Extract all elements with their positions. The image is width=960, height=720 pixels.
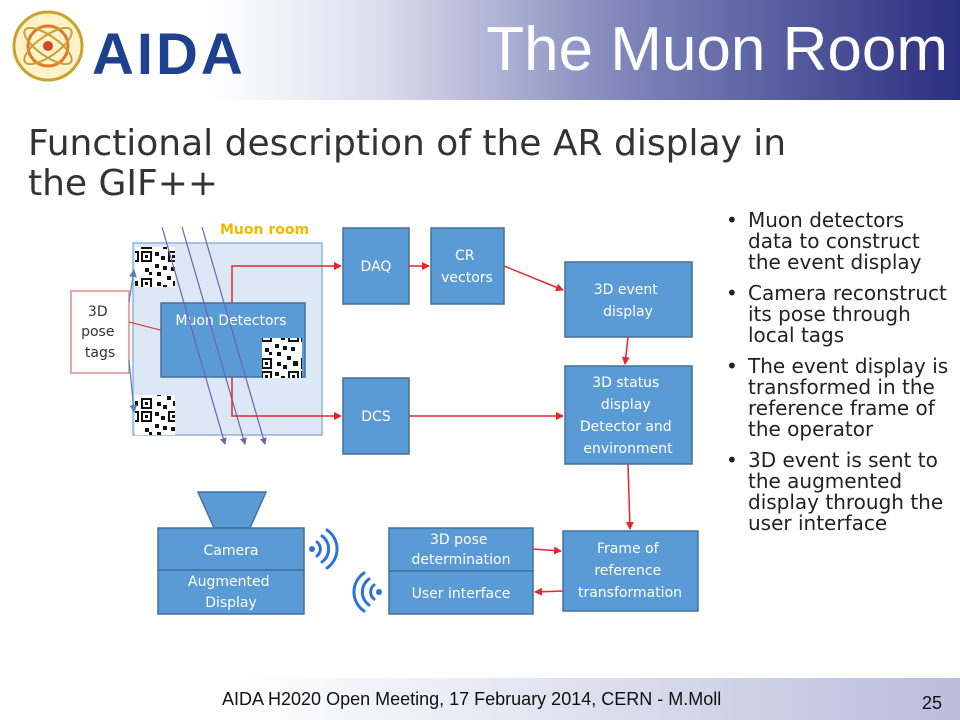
svg-text:Augmented Display: Augmented Display bbox=[188, 574, 274, 611]
pose-tags-line-2: pose bbox=[81, 324, 114, 340]
status-display-line-3: Detector and bbox=[580, 419, 672, 435]
muon-track-2 bbox=[181, 226, 247, 445]
pose-tags-box bbox=[70, 290, 130, 374]
daq-label: DAQ bbox=[361, 259, 392, 275]
wireless-icon-user-interface bbox=[352, 571, 382, 613]
ar-display-diagram: Muon room 3D pose tags Muon Detectors DA… bbox=[70, 222, 699, 615]
user-interface-label: User interface bbox=[412, 586, 511, 602]
pose-tags-line-3: tags bbox=[85, 345, 115, 361]
daq-box bbox=[342, 227, 410, 305]
arrow-event-to-status bbox=[621, 336, 630, 365]
augmented-display-line-2: Display bbox=[205, 595, 257, 611]
footer-band bbox=[0, 678, 960, 720]
camera-label: Camera bbox=[204, 543, 259, 559]
pose-determination-line-1: 3D pose bbox=[430, 532, 488, 548]
svg-text:3D pose determination: 3D pose determination bbox=[412, 532, 511, 568]
aida-logo-text: AIDA bbox=[92, 22, 246, 87]
bullet-item-3: The event display is transformed in the … bbox=[722, 356, 954, 440]
wireless-icon-camera bbox=[309, 528, 339, 570]
augmented-display-line-1: Augmented bbox=[188, 574, 269, 590]
frame-transform-line-1: Frame of bbox=[597, 541, 660, 557]
arrow-frame-to-user-interface bbox=[534, 587, 564, 596]
frame-transform-line-3: transformation bbox=[578, 585, 682, 601]
svg-text:Frame of reference tra: Frame of reference transformation bbox=[578, 541, 682, 601]
arrow-detectors-to-daq bbox=[231, 262, 342, 303]
footer-text: AIDA H2020 Open Meeting, 17 February 201… bbox=[222, 689, 722, 709]
qr-tag-detector bbox=[262, 338, 302, 378]
header-band bbox=[0, 0, 960, 100]
svg-text:3D pose tags: 3D pose tags bbox=[81, 304, 119, 361]
event-display-line-2: display bbox=[603, 304, 653, 320]
slide-subtitle: Functional description of the AR display… bbox=[28, 123, 787, 204]
arrow-pose-to-frame bbox=[532, 546, 562, 555]
svg-text:3D status display Dete: 3D status display Detector and environme… bbox=[580, 375, 676, 457]
status-display-line-2: display bbox=[601, 397, 651, 413]
slide-title: The Muon Room bbox=[486, 15, 948, 84]
pose-determination-box bbox=[388, 527, 534, 572]
status-display-line-1: 3D status bbox=[592, 375, 659, 391]
pose-tags-line-1: 3D bbox=[88, 304, 108, 320]
status-display-box bbox=[564, 365, 693, 465]
camera-lens-shape bbox=[196, 491, 268, 529]
frame-transform-box bbox=[562, 530, 699, 612]
muon-detectors-label: Muon Detectors bbox=[175, 313, 286, 329]
arrow-status-to-frame bbox=[625, 463, 634, 530]
dcs-label: DCS bbox=[361, 409, 391, 425]
camera-box bbox=[157, 527, 305, 571]
svg-text:CR vectors: CR vectors bbox=[441, 248, 493, 286]
augmented-display-box bbox=[157, 569, 305, 615]
bullet-item-2: Camera reconstruct its pose through loca… bbox=[722, 283, 954, 346]
bullet-item-4: 3D event is sent to the augmented displa… bbox=[722, 450, 954, 534]
pose-tag-arrow-bottom bbox=[128, 359, 138, 413]
qr-tag-bottom bbox=[135, 395, 175, 435]
user-interface-box bbox=[388, 570, 534, 615]
bullet-list: Muon detectors data to construct the eve… bbox=[722, 210, 954, 544]
cr-vectors-line-2: vectors bbox=[441, 270, 493, 286]
event-display-line-1: 3D event bbox=[594, 282, 659, 298]
dcs-box bbox=[342, 377, 410, 455]
event-display-box bbox=[564, 261, 693, 338]
svg-text:3D event display: 3D event display bbox=[594, 282, 662, 320]
qr-tag-top bbox=[135, 247, 175, 287]
arrow-cr-to-event-display bbox=[503, 265, 564, 292]
cr-vectors-box bbox=[430, 227, 505, 305]
frame-transform-line-2: reference bbox=[594, 563, 661, 579]
pose-determination-line-2: determination bbox=[412, 552, 511, 568]
bullet-item-1: Muon detectors data to construct the eve… bbox=[722, 210, 954, 273]
pose-tag-arrow-top bbox=[128, 269, 137, 303]
aida-logo: AIDA bbox=[12, 10, 246, 87]
page-number: 25 bbox=[922, 693, 943, 713]
muon-track-3 bbox=[201, 226, 267, 445]
status-display-line-4: environment bbox=[583, 441, 673, 457]
muon-room-label: Muon room bbox=[220, 222, 309, 238]
cr-vectors-line-1: CR bbox=[455, 248, 475, 264]
muon-track-1 bbox=[161, 226, 227, 445]
arrow-detectors-to-dcs bbox=[231, 377, 342, 420]
